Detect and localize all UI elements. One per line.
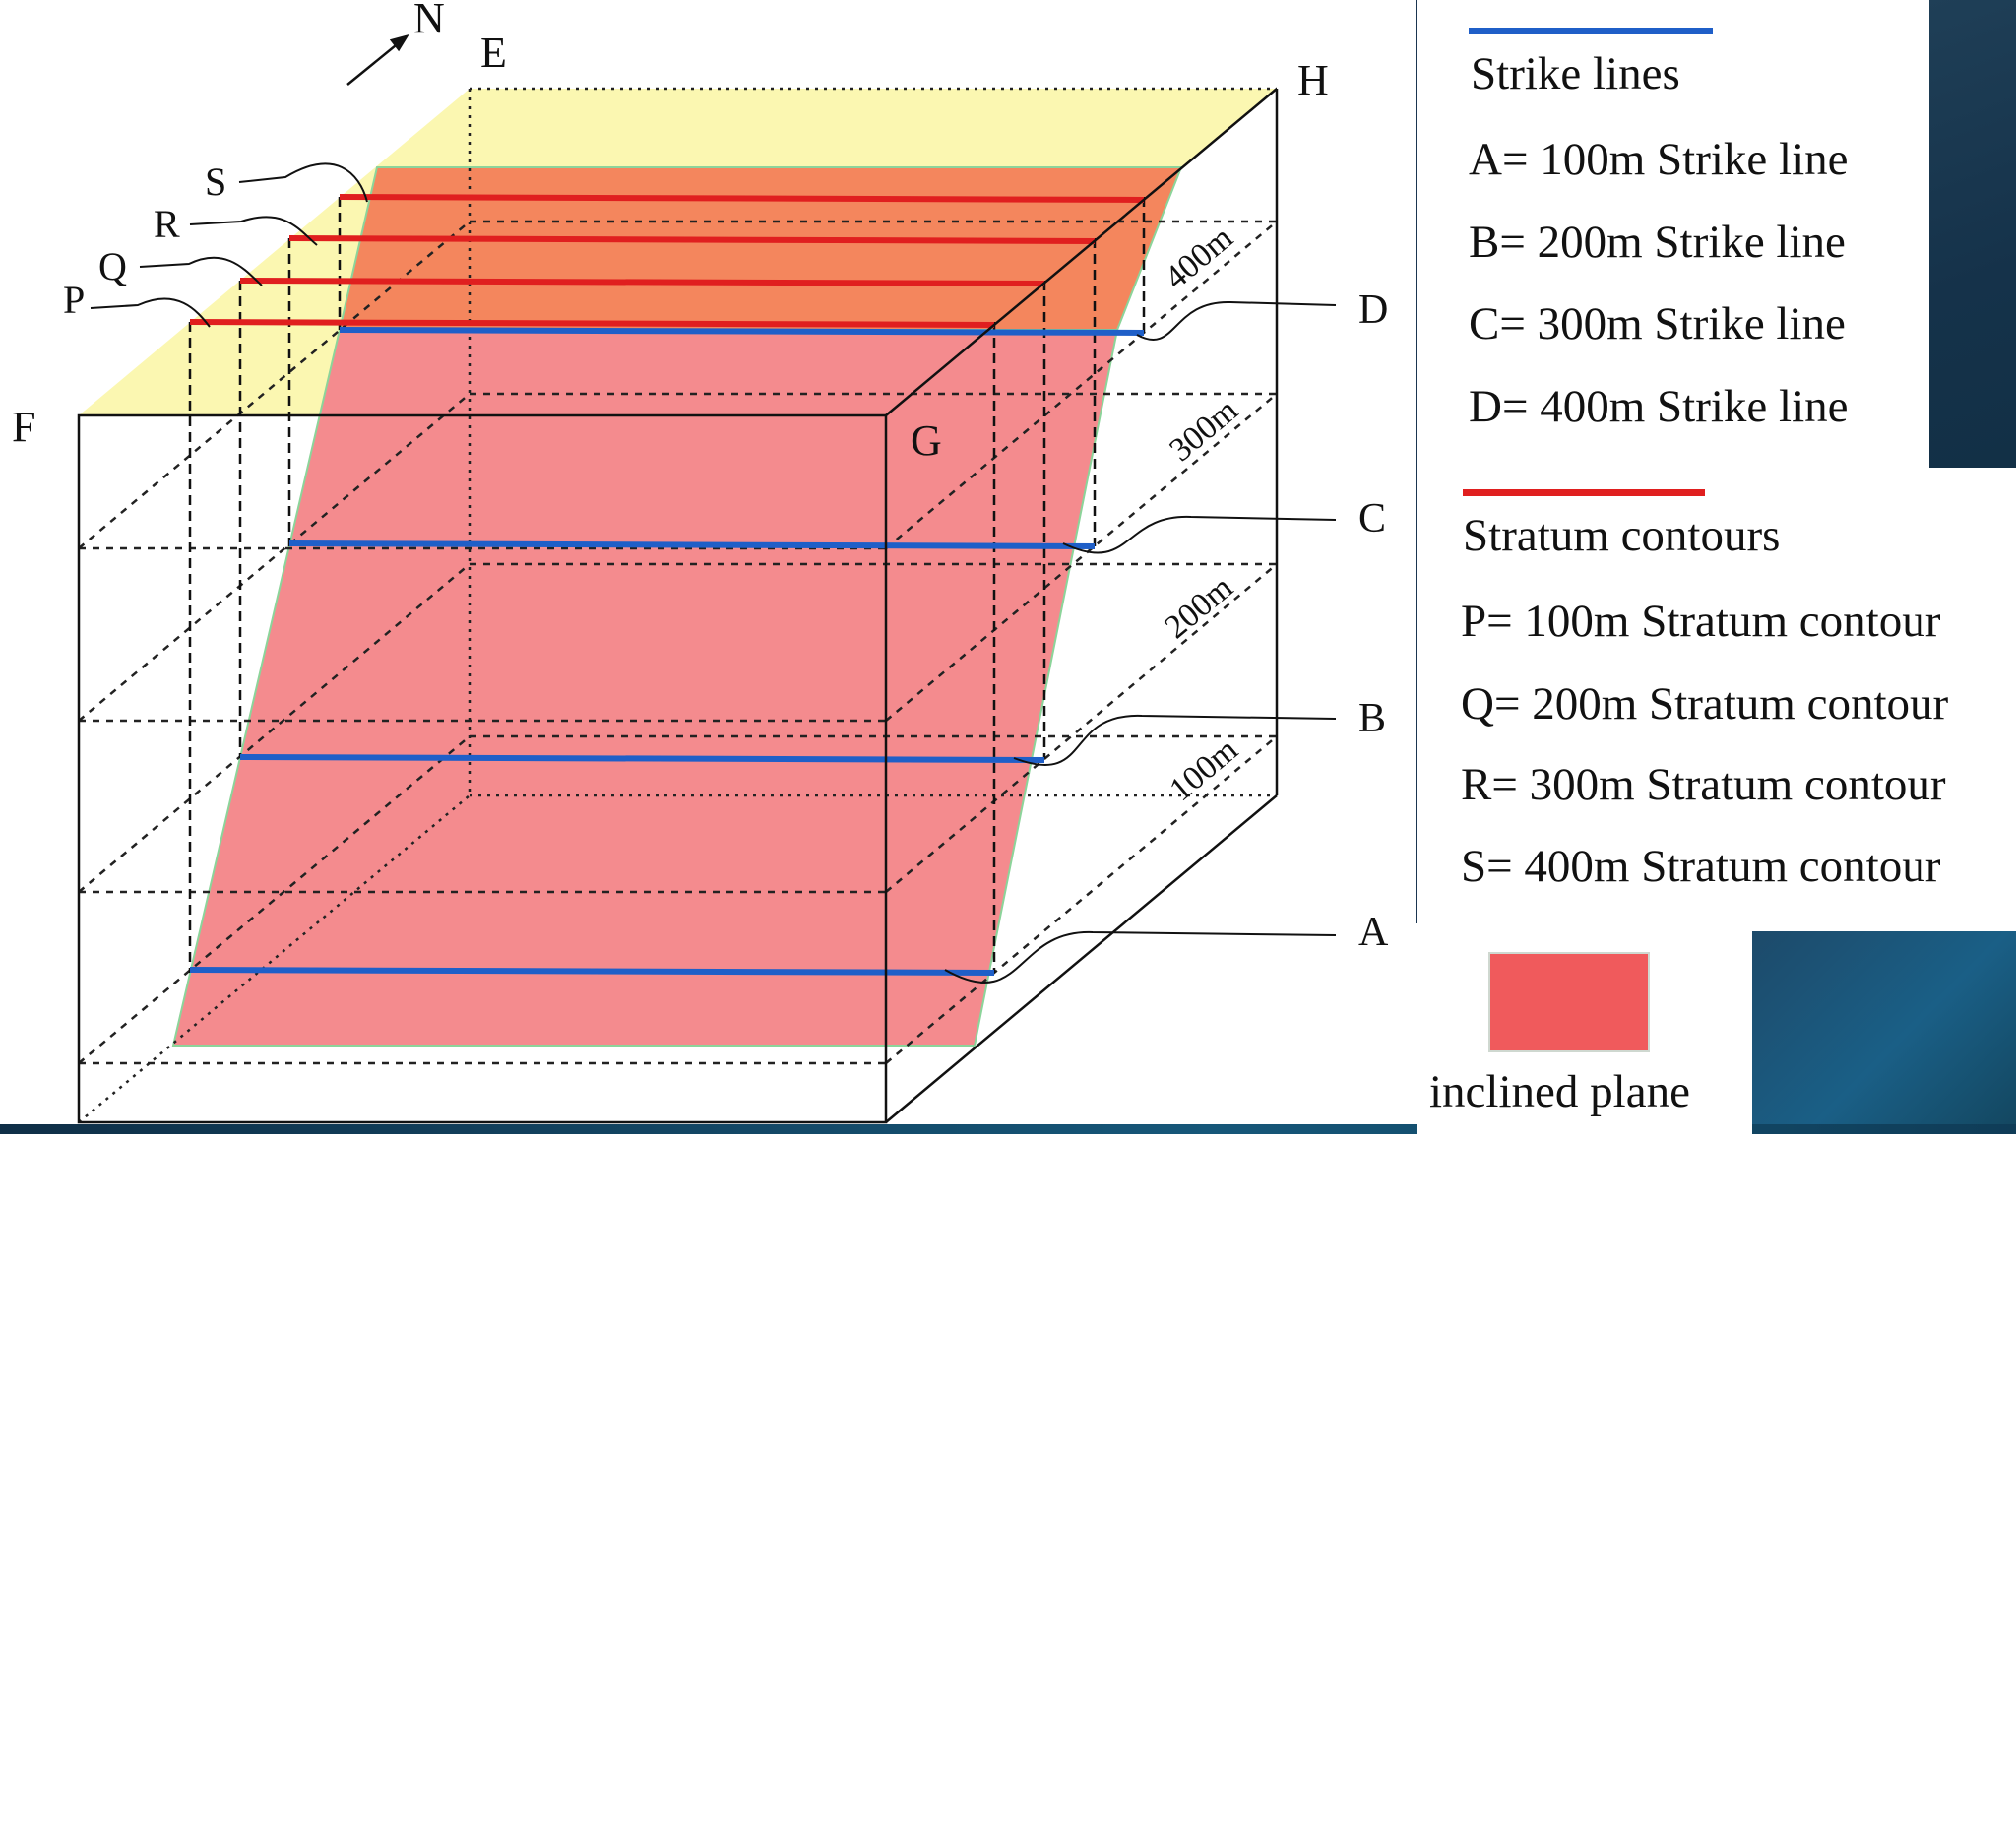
strike-d — [339, 327, 1145, 336]
inclined-plane — [171, 329, 1119, 1047]
north-arrow — [346, 33, 410, 86]
leader-lines — [90, 162, 1337, 984]
plane-legend-label: inclined plane — [1429, 1066, 1690, 1117]
corner-label-h: H — [1297, 56, 1329, 104]
strike-legend-title: Strike lines — [1471, 48, 1680, 99]
contour-legend-item: R= 300m Stratum contour — [1461, 759, 1946, 810]
contour-label-q: Q — [98, 244, 127, 288]
strike-c — [288, 540, 1096, 549]
legend-divider — [1416, 0, 1418, 923]
block-diagram: N E H F G S R Q P D C B A 400m 300m 200m… — [12, 0, 1389, 1124]
contour-s — [339, 194, 1145, 203]
strike-label-c: C — [1358, 496, 1386, 541]
strike-line-swatch — [1469, 28, 1713, 34]
strike-lines — [189, 327, 1145, 976]
strike-label-d: D — [1358, 287, 1388, 333]
contour-p — [189, 319, 995, 328]
depth-label-400: 400m — [1158, 220, 1239, 296]
strike-label-b: B — [1358, 696, 1386, 741]
strike-b — [239, 754, 1045, 763]
depth-planes — [78, 220, 1278, 1065]
background-strip-top — [1925, 0, 2016, 468]
projection-lines — [188, 197, 1146, 973]
north-label: N — [413, 0, 445, 42]
contour-label-r: R — [154, 202, 180, 246]
contour-q — [239, 278, 1045, 286]
contour-legend-item: Q= 200m Stratum contour — [1461, 678, 1949, 730]
contour-line-swatch — [1463, 489, 1705, 496]
contour-legend-item: S= 400m Stratum contour — [1461, 841, 1941, 892]
depth-label-200: 200m — [1158, 569, 1239, 646]
stratum-contours — [189, 194, 1145, 328]
background-corner — [1752, 931, 2016, 1134]
strike-legend-item: D= 400m Strike line — [1469, 381, 1849, 432]
corner-label-e: E — [480, 29, 507, 77]
contour-label-p: P — [63, 278, 85, 322]
inclined-plane-top — [338, 166, 1183, 331]
hidden-edges — [78, 87, 1277, 1123]
contour-label-s: S — [205, 159, 226, 204]
strike-legend-item: B= 200m Strike line — [1469, 217, 1846, 268]
block-edges — [77, 88, 1279, 1124]
strike-legend-item: A= 100m Strike line — [1469, 134, 1849, 185]
depth-label-300: 300m — [1163, 392, 1244, 469]
contour-r — [288, 235, 1096, 244]
strike-a — [189, 967, 995, 976]
corner-label-g: G — [911, 416, 942, 465]
plane-swatch — [1488, 952, 1650, 1052]
corner-label-f: F — [12, 403, 35, 451]
strike-legend-item: C= 300m Strike line — [1469, 298, 1846, 349]
strike-label-a: A — [1358, 910, 1389, 955]
legend: Strike lines A= 100m Strike line B= 200m… — [1418, 0, 1948, 920]
contour-legend-item: P= 100m Stratum contour — [1461, 596, 1941, 647]
background-footer — [0, 1124, 2016, 1134]
contour-legend-title: Stratum contours — [1463, 510, 1781, 561]
